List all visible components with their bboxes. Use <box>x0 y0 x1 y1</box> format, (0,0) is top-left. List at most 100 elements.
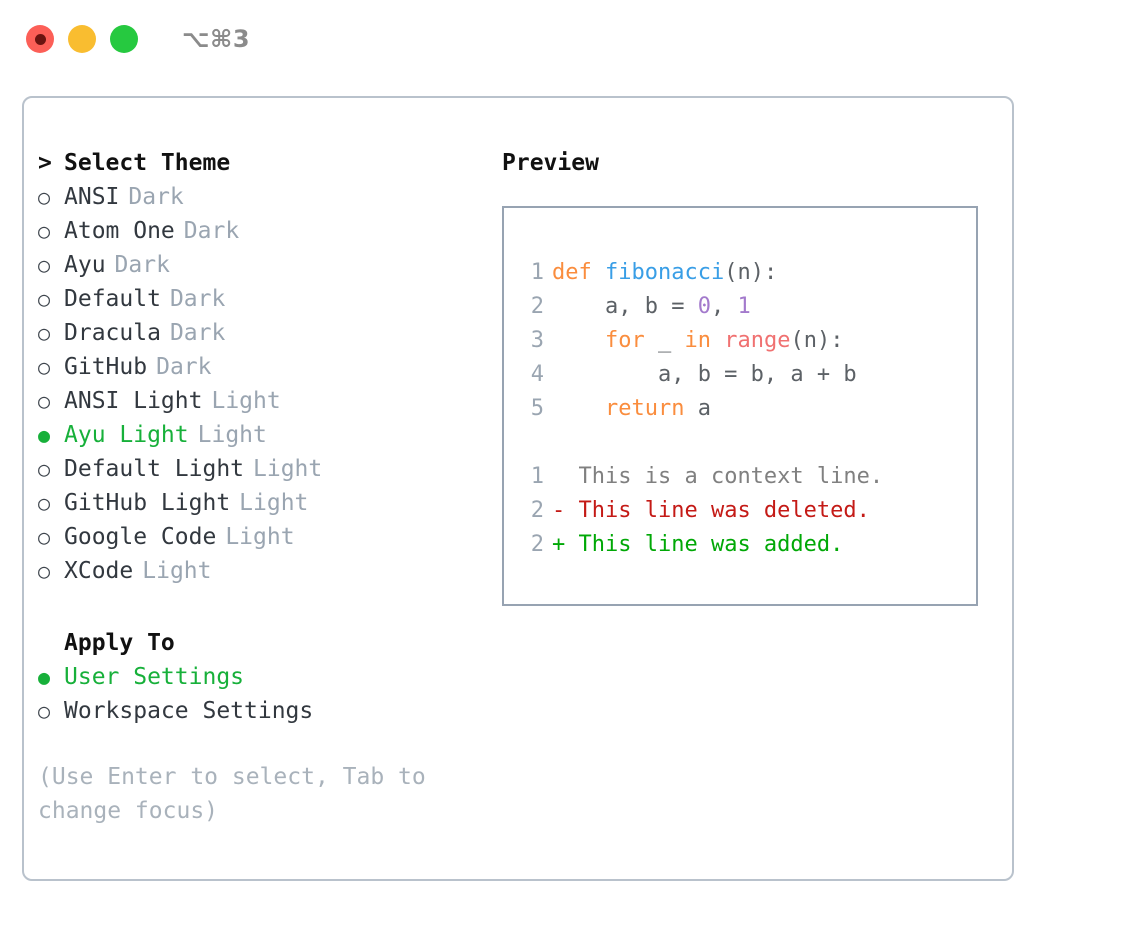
diff-sign <box>552 464 565 489</box>
radio-unselected-icon: ○ <box>38 253 51 277</box>
code-token-kw: def <box>552 260 605 285</box>
code-token-kw: for <box>604 328 645 353</box>
theme-list-item[interactable]: ○ Atom One Dark <box>38 214 488 248</box>
code-token-punct: (n): <box>724 260 778 285</box>
radio-selected-icon: ● <box>38 423 51 447</box>
theme-kind-label: Dark <box>183 218 240 244</box>
apply-to-item[interactable]: ○Workspace Settings <box>38 694 488 728</box>
diff-line-context: 1 This is a context line. <box>520 460 970 494</box>
code-token-plain: _ <box>644 328 685 353</box>
diff-line-added: 2 + This line was added. <box>520 528 970 562</box>
theme-list-item[interactable]: ○ XCode Light <box>38 554 488 588</box>
line-number: 1 <box>530 260 544 285</box>
recording-indicator-dot <box>34 33 46 45</box>
diff-sign: - <box>552 498 566 523</box>
diff-text: This line was deleted. <box>578 498 870 523</box>
close-button[interactable] <box>26 25 54 53</box>
radio-unselected-icon: ○ <box>38 559 51 583</box>
apply-to-item-label: Workspace Settings <box>64 698 314 724</box>
radio-unselected-icon: ○ <box>38 219 51 243</box>
code-token-plain: , <box>710 294 738 319</box>
line-number: 2 <box>530 532 544 557</box>
apply-to-section: Apply To ● User Settings ○Workspace Settin… <box>38 626 488 728</box>
minimize-button[interactable] <box>68 25 96 53</box>
radio-unselected-icon: ○ <box>38 321 51 345</box>
code-token-plain <box>552 328 605 353</box>
theme-kind-label: Light <box>225 524 295 550</box>
theme-kind-label: Light <box>239 490 309 516</box>
diff-gap <box>565 498 578 523</box>
theme-name-label: Default Light <box>64 456 245 482</box>
theme-name-label: ANSI Light <box>64 388 203 414</box>
diff-text: This line was added. <box>578 532 844 557</box>
theme-kind-label: Dark <box>156 354 212 380</box>
radio-unselected-icon: ○ <box>38 525 51 549</box>
code-line: 2 a, b = 0, 1 <box>520 290 970 324</box>
line-number: 3 <box>530 328 544 353</box>
line-number: 2 <box>530 498 544 523</box>
theme-name-label: ANSI <box>64 184 120 210</box>
radio-selected-icon: ● <box>38 665 51 689</box>
apply-to-item[interactable]: ● User Settings <box>38 660 488 694</box>
code-line: 5 return a <box>520 392 970 426</box>
line-number: 5 <box>530 396 544 421</box>
theme-kind-label: Dark <box>169 286 226 312</box>
theme-kind-label: Dark <box>169 320 226 346</box>
radio-unselected-icon: ○ <box>38 287 51 311</box>
code-token-plain: a, b = <box>552 294 698 319</box>
select-theme-heading-label: Select Theme <box>64 150 231 176</box>
theme-list-item[interactable]: ○ Dracula Dark <box>38 316 488 350</box>
radio-unselected-icon: ○ <box>38 355 51 379</box>
line-number: 4 <box>530 362 544 387</box>
keyboard-shortcut-label: ⌥⌘3 <box>182 25 251 53</box>
code-token-plain: a, b = b, a + b <box>552 362 857 387</box>
caret-icon: > <box>38 150 52 176</box>
code-line: 1 def fibonacci(n): <box>520 256 970 290</box>
apply-to-list: ● User Settings ○Workspace Settings <box>38 660 488 728</box>
theme-list-item[interactable]: ○ GitHub Light Light <box>38 486 488 520</box>
code-token-plain <box>711 328 724 353</box>
code-token-kw: in <box>684 328 711 353</box>
apply-to-item-label: User Settings <box>64 664 245 690</box>
theme-kind-label: Light <box>142 558 212 584</box>
diff-line-deleted: 2- This line was deleted. <box>520 494 970 528</box>
code-token-punct: (n): <box>790 328 844 353</box>
code-line: 4 a, b = b, a + b <box>520 358 970 392</box>
code-line: 3 for _ in range(n): <box>520 324 970 358</box>
theme-name-label: XCode <box>64 558 134 584</box>
theme-kind-label: Dark <box>128 184 184 210</box>
theme-name-label: Ayu Light <box>64 422 189 448</box>
theme-name-label: Dracula <box>64 320 161 346</box>
code-token-num: 1 <box>737 294 751 319</box>
diff-gap <box>565 532 578 557</box>
code-token-fn: fibonacci <box>604 260 725 285</box>
theme-list-item[interactable]: ○ Google Code Light <box>38 520 488 554</box>
diff-text: This is a context line. <box>578 464 884 489</box>
theme-name-label: Google Code <box>64 524 217 550</box>
theme-kind-label: Dark <box>114 252 170 278</box>
code-token-builtin: range <box>724 328 791 353</box>
theme-name-label: Atom One <box>64 218 175 244</box>
theme-name-label: Default <box>64 286 161 312</box>
apply-to-heading: Apply To <box>38 626 488 660</box>
theme-list-item[interactable]: ○ Default Dark <box>38 282 488 316</box>
spacer-icon <box>38 626 64 660</box>
line-number: 1 <box>530 464 544 489</box>
keyboard-hint-text: (Use Enter to select, Tab to change focu… <box>38 764 440 824</box>
diff-sign: + <box>552 532 566 557</box>
select-theme-heading: > Select Theme <box>38 146 488 180</box>
theme-name-label: GitHub Light <box>64 490 231 516</box>
line-number: 2 <box>530 294 544 319</box>
maximize-button[interactable] <box>110 25 138 53</box>
radio-unselected-icon: ○ <box>38 491 51 515</box>
diff-gap <box>565 464 578 489</box>
